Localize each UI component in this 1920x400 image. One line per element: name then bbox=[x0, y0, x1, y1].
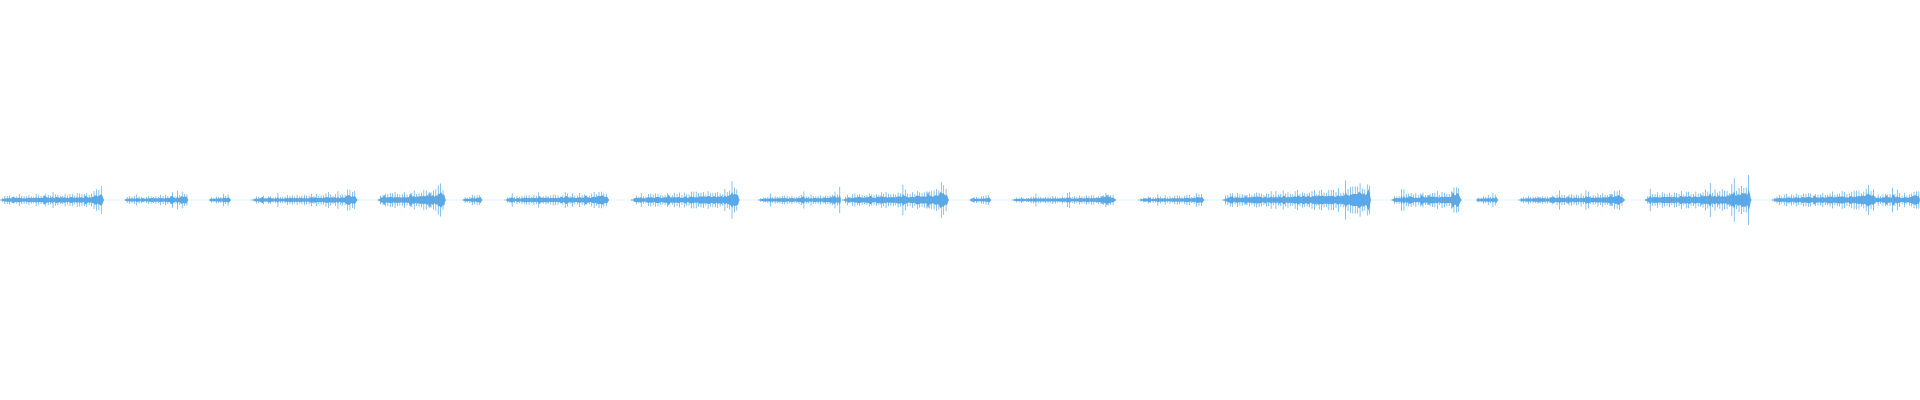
waveform-segment bbox=[1518, 190, 1625, 210]
waveform-segment bbox=[462, 194, 483, 206]
waveform-envelope bbox=[1011, 194, 1116, 206]
waveform-envelope bbox=[631, 191, 740, 209]
waveform-segment bbox=[377, 183, 446, 217]
waveform-envelope bbox=[1138, 196, 1204, 204]
waveform-segment bbox=[504, 191, 609, 209]
waveform-segment bbox=[1138, 193, 1205, 207]
waveform-segment bbox=[1856, 187, 1920, 213]
waveform-segment bbox=[0, 185, 105, 215]
waveform-envelope bbox=[1223, 188, 1371, 212]
waveform-segment bbox=[1645, 175, 1752, 225]
waveform-envelope bbox=[209, 197, 231, 203]
waveform-segment bbox=[1771, 184, 1877, 216]
waveform-envelope bbox=[1392, 191, 1462, 209]
waveform-segment bbox=[758, 186, 841, 214]
waveform-segment bbox=[1011, 192, 1116, 208]
waveform-segment bbox=[208, 193, 231, 207]
waveform-envelope bbox=[0, 193, 104, 207]
waveform-segment bbox=[631, 181, 740, 219]
waveform-segment bbox=[124, 190, 189, 210]
waveform-envelope bbox=[1476, 196, 1498, 204]
waveform-segment bbox=[1222, 180, 1371, 220]
waveform-segment bbox=[842, 182, 949, 218]
waveform-envelope bbox=[1772, 193, 1876, 207]
waveform-envelope bbox=[969, 197, 991, 203]
waveform-segment bbox=[969, 195, 992, 205]
waveform-segment bbox=[1391, 187, 1462, 213]
waveform-segment bbox=[1476, 192, 1498, 208]
waveform-envelope bbox=[758, 194, 841, 206]
waveform-envelope bbox=[504, 194, 609, 206]
waveform-segment bbox=[251, 189, 358, 211]
